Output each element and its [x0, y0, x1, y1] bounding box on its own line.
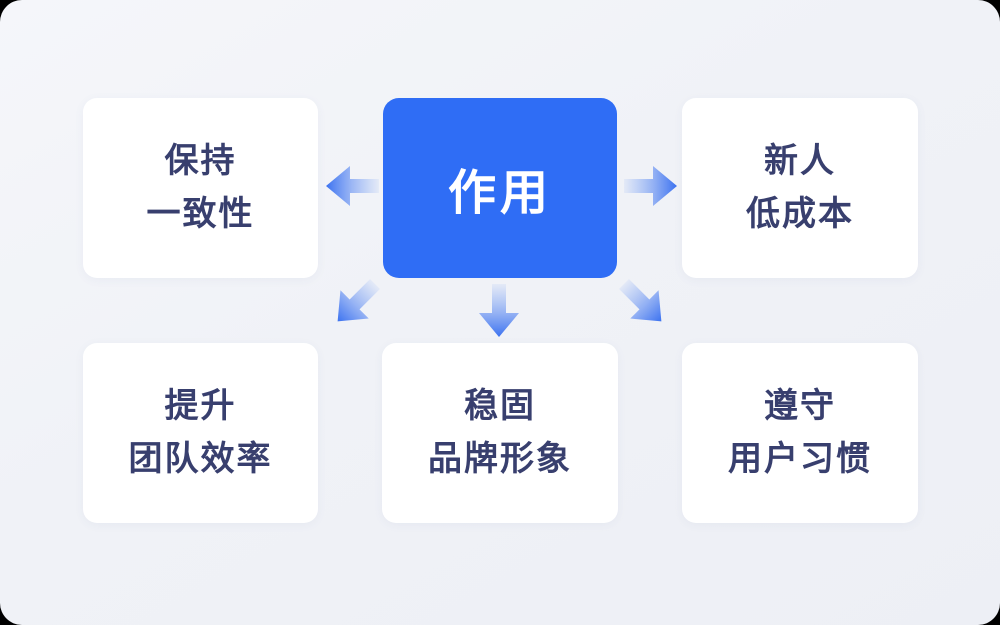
node-label-line: 低成本: [746, 195, 854, 233]
center-node-label: 作用: [447, 167, 552, 220]
node-keep-consistency: 保持 一致性: [83, 98, 318, 278]
node-team-efficiency: 提升 团队效率: [83, 343, 318, 523]
node-label-line: 遵守: [764, 387, 836, 426]
node-label-line: 品牌形象: [428, 440, 572, 478]
node-brand-image: 稳固 品牌形象: [382, 343, 618, 523]
arrow-down-icon: [477, 284, 521, 338]
node-label-line: 一致性: [146, 195, 255, 233]
arrow-left-icon: [325, 164, 379, 208]
arrow-down-right-icon: [608, 268, 677, 337]
arrow-right-icon: [624, 164, 678, 208]
node-newcomer-low-cost: 新人 低成本: [682, 98, 918, 278]
arrow-down-left-icon: [321, 268, 390, 337]
node-label-line: 稳固: [464, 387, 536, 426]
node-label-line: 提升: [164, 387, 237, 426]
center-node: 作用: [383, 98, 617, 278]
node-user-habits: 遵守 用户习惯: [682, 343, 918, 523]
node-label-line: 新人: [764, 142, 836, 181]
node-label-line: 保持: [164, 142, 237, 181]
node-label-line: 用户习惯: [728, 440, 872, 478]
node-label-line: 团队效率: [128, 440, 273, 478]
